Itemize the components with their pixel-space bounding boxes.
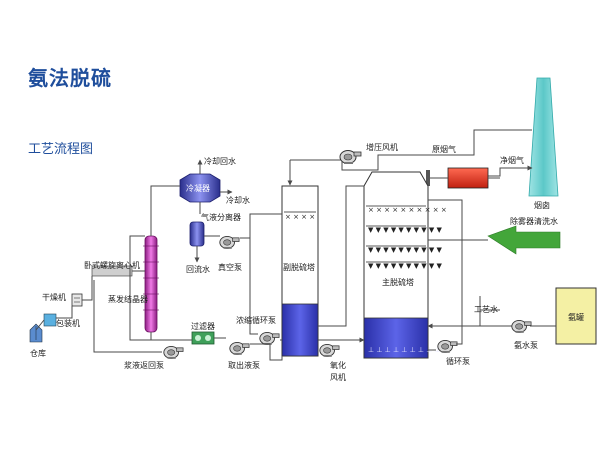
ammonia-feed-lines [427, 296, 556, 329]
vacuum-pump-label: 真空泵 [218, 262, 242, 272]
chimney-label: 烟囱 [534, 200, 550, 210]
demister-wash-label: 除雾器清洗水 [510, 216, 558, 226]
svg-text:▼ ▼ ▼ ▼ ▼ ▼ ▼ ▼ ▼ ▼: ▼ ▼ ▼ ▼ ▼ ▼ ▼ ▼ ▼ ▼ [368, 262, 442, 270]
warehouse-label: 仓库 [30, 348, 46, 358]
evaporative-crystallizer-label: 蒸发结晶器 [108, 294, 148, 304]
secondary-tower-label: 副脱硫塔 [283, 262, 315, 272]
dryer-label: 干燥机 [42, 292, 66, 302]
oxidation-fan-label-2: 风机 [330, 372, 346, 382]
liquid-extraction-pump-label: 取出液泵 [228, 360, 260, 370]
dryer [71, 276, 93, 307]
gas-liquid-separator-label: 气液分离器 [201, 212, 241, 222]
concentrate-pump-out [249, 213, 282, 335]
ammonia-tank [555, 287, 597, 345]
cooling-water-return-label: 冷却回水 [204, 156, 236, 166]
filter-label: 过滤器 [191, 321, 215, 331]
horizontal-centrifuge-label: 卧式螺旋离心机 [84, 260, 140, 270]
vacuum-out [240, 214, 251, 239]
page-title: 氨法脱硫 [28, 66, 112, 90]
condenser-label: 冷凝器 [186, 183, 210, 193]
svg-text:× × × ×: × × × × [285, 213, 315, 221]
circulation-pump-label: 循环泵 [446, 356, 470, 366]
reflux-water-label: 回流水 [186, 264, 210, 274]
gas-heater [426, 167, 500, 189]
svg-text:⊥ ⊥ ⊥ ⊥ ⊥ ⊥ ⊥ ⊥ ⊥: ⊥ ⊥ ⊥ ⊥ ⊥ ⊥ ⊥ ⊥ ⊥ [368, 346, 441, 354]
circ-pump-out [428, 199, 463, 345]
oxidation-fan-label-1: 氧化 [330, 360, 346, 370]
concentrate-pump-label: 浓缩循环泵 [236, 315, 276, 325]
packing-machine [43, 306, 73, 327]
condenser [164, 159, 233, 214]
gas-liquid-separator [189, 221, 220, 263]
main-tower-label: 主脱硫塔 [382, 277, 414, 287]
ammonia-pump-label: 氨水泵 [514, 340, 538, 350]
svg-text:▼ ▼ ▼ ▼ ▼ ▼ ▼ ▼ ▼ ▼: ▼ ▼ ▼ ▼ ▼ ▼ ▼ ▼ ▼ ▼ [368, 226, 442, 234]
secondary-desulfurization-tower: × × × × [281, 185, 319, 357]
main-desulfurization-tower: × × × × × × × × × × ▼ ▼ ▼ ▼ ▼ ▼ ▼ ▼ ▼ ▼ … [363, 171, 447, 359]
packing-machine-label: 包装机 [56, 318, 80, 328]
svg-text:× × × × × × × × × ×: × × × × × × × × × × [368, 206, 447, 214]
raw-flue-gas-label: 原烟气 [432, 144, 456, 154]
demister-wash-arrow [487, 225, 561, 255]
ammonia-pump [511, 319, 532, 333]
vacuum-pump [219, 235, 240, 249]
oxidation-fan [319, 343, 340, 357]
clean-flue-gas-label: 净烟气 [500, 155, 524, 165]
page-subtitle: 工艺流程图 [28, 142, 94, 157]
booster-fan [339, 150, 362, 164]
vapor-line [150, 185, 180, 236]
tower-connection [318, 185, 365, 343]
evaporative-crystallizer [143, 235, 159, 333]
concentrate-circulation-pump [259, 331, 280, 345]
liquid-extraction-pump [229, 341, 250, 355]
ammonia-tank-label: 氨罐 [568, 312, 584, 322]
svg-text:▼ ▼ ▼ ▼ ▼ ▼ ▼ ▼ ▼ ▼: ▼ ▼ ▼ ▼ ▼ ▼ ▼ ▼ ▼ ▼ [368, 246, 442, 254]
chimney [528, 77, 559, 197]
slurry-return-pump [163, 345, 184, 359]
warehouse [29, 319, 45, 343]
cooling-water-label: 冷却水 [226, 195, 250, 205]
process-water-label: 工艺水 [474, 304, 498, 314]
circulation-pump [437, 339, 458, 353]
horizontal-centrifuge [91, 265, 145, 277]
lower-piping [93, 235, 283, 361]
filter [191, 331, 215, 345]
slurry-return-pump-label: 浆液返回泵 [124, 360, 164, 370]
booster-fan-label: 增压风机 [366, 142, 398, 152]
